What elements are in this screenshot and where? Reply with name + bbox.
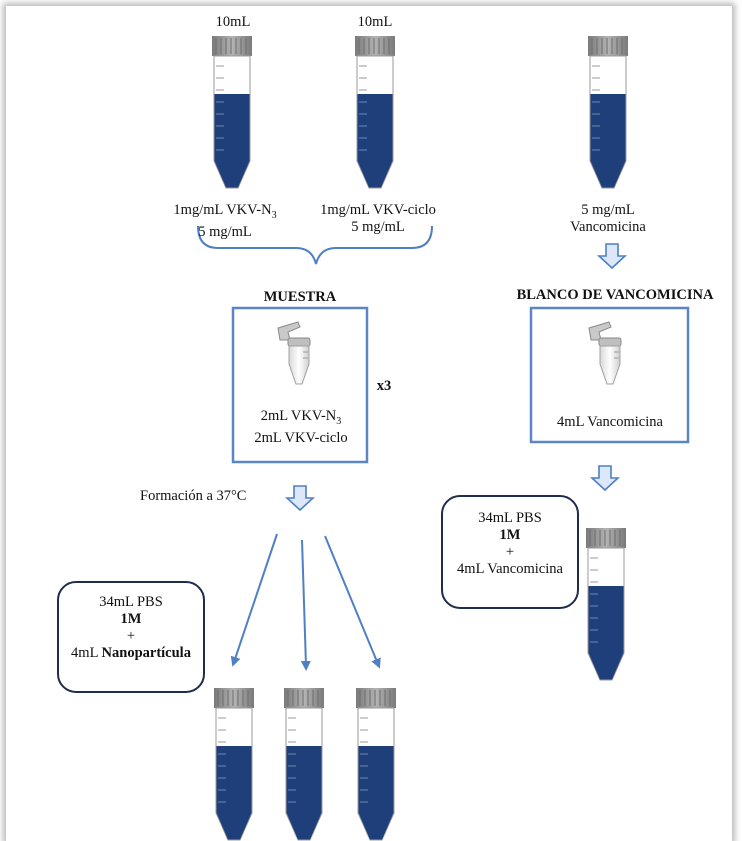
reagent-vkv-ciclo-line2: 5 mg/mL: [351, 219, 405, 235]
muestra-title: MUESTRA: [263, 289, 337, 305]
pbs-right-line4: 4mL Vancomicina: [457, 561, 563, 577]
tube-blanco-result: [585, 527, 627, 681]
arrow-formation: [286, 485, 314, 511]
pbs-right-box: [441, 495, 579, 609]
pbs-left-line3: +: [126, 628, 136, 644]
muestra-box: [231, 306, 369, 464]
pbs-left-box: [57, 581, 205, 693]
reagent-vkv-n3-line1: 1mg/mL VKV-N: [173, 202, 272, 218]
muestra-line2: 2mL VKV-ciclo: [254, 429, 348, 446]
pbs-left-line1: 34mL PBS: [99, 594, 163, 610]
muestra-multiplier: x3: [376, 378, 392, 394]
tube-vkv-n3: [211, 35, 253, 189]
pbs-right-line1: 34mL PBS: [478, 510, 542, 526]
pbs-right-line3: +: [505, 544, 515, 560]
arrow-to-pbs-right: [591, 465, 619, 491]
muestra-content: 2mL VKV-N3 2mL VKV-ciclo: [236, 408, 366, 447]
muestra-line1-sub: 3: [336, 415, 342, 427]
reagent-vkv-n3-line2: 5 mg/mL: [198, 223, 252, 240]
pbs-left-line4-prefix: 4mL: [71, 645, 98, 661]
volume-label-middle: 10mL: [357, 14, 393, 30]
tube-vkv-ciclo: [354, 35, 396, 189]
arrow-to-blanco: [598, 243, 626, 269]
reagent-vanco-line2: Vancomicina: [570, 219, 646, 235]
tube-result-2: [283, 687, 325, 841]
muestra-line1: 2mL VKV-N: [260, 408, 337, 424]
reagent-vkv-n3-sub: 3: [271, 209, 277, 221]
pbs-left-line2: 1M: [120, 611, 142, 627]
blanco-title: BLANCO DE VANCOMICINA: [516, 287, 714, 303]
pbs-left-line4-bold: Nanopartícula: [101, 645, 191, 661]
tube-result-1: [213, 687, 255, 841]
reagent-vancomicina: 5 mg/mL Vancomicina: [558, 202, 658, 236]
volume-label-left: 10mL: [215, 14, 251, 30]
formation-label: Formación a 37°C: [140, 488, 247, 504]
blanco-content: 4mL Vancomicina: [557, 414, 663, 430]
pbs-right-line2: 1M: [499, 527, 521, 543]
split-arrow-middle: [300, 539, 311, 671]
reagent-vkv-ciclo: 1mg/mL VKV-ciclo 5 mg/mL: [300, 202, 456, 236]
split-arrow-left: [230, 533, 278, 667]
tube-vancomicina: [587, 35, 629, 189]
reagent-vkv-ciclo-line1: 1mg/mL VKV-ciclo: [320, 202, 436, 218]
pbs-right-content: 34mL PBS 1M + 4mL Vancomicina: [444, 510, 576, 578]
reagent-vkv-n3: 1mg/mL VKV-N3 5 mg/mL: [150, 202, 300, 241]
tube-result-3: [355, 687, 397, 841]
split-arrow-right: [324, 535, 381, 669]
pbs-left-content: 34mL PBS 1M + 4mL Nanopartícula: [60, 594, 202, 662]
reagent-vanco-line1: 5 mg/mL: [581, 202, 635, 218]
merge-brace: [197, 225, 433, 265]
